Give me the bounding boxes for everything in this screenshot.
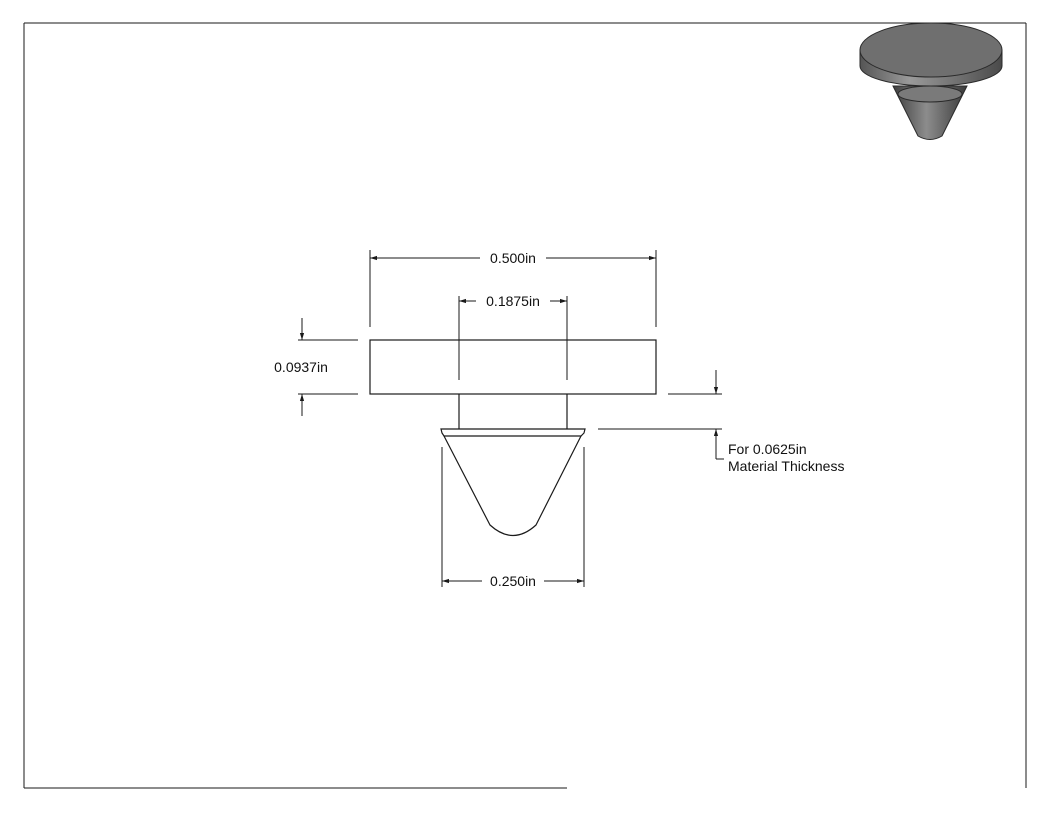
dim-material-thickness xyxy=(598,370,724,460)
note-line1: For 0.0625in xyxy=(728,441,807,457)
dim-head-thickness-label: 0.0937in xyxy=(274,359,328,375)
dim-head-thickness xyxy=(298,318,358,416)
head xyxy=(369,339,657,395)
barb-flange xyxy=(440,428,586,437)
barb-cone xyxy=(443,435,582,537)
dim-overall-width xyxy=(369,250,657,327)
dim-tip-width-label: 0.250in xyxy=(490,573,536,589)
part-outline xyxy=(369,339,657,537)
sheet-border xyxy=(23,22,1027,789)
dim-tip-width xyxy=(441,447,585,587)
note-line2: Material Thickness xyxy=(728,458,844,474)
iso-collar xyxy=(897,85,963,103)
iso-head-top xyxy=(859,22,1003,78)
dim-shank-width xyxy=(458,296,568,380)
dim-shank-width-label: 0.1875in xyxy=(486,293,540,309)
isometric-view xyxy=(859,22,1003,140)
dim-overall-width-label: 0.500in xyxy=(490,250,536,266)
